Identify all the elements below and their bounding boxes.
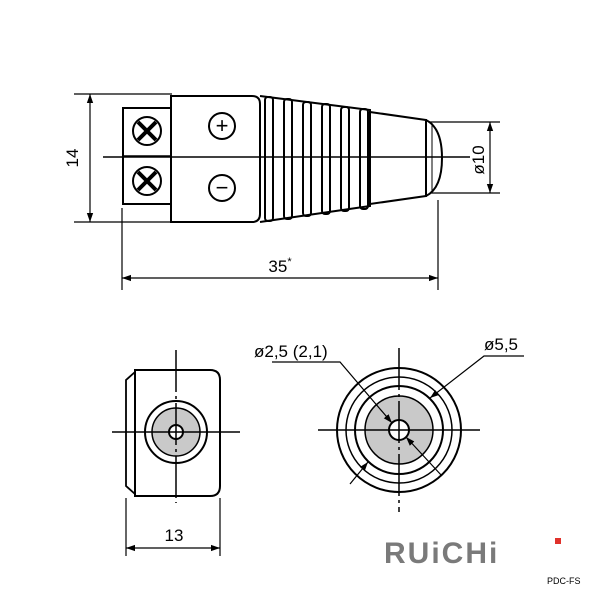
height-label: 14 bbox=[63, 149, 82, 168]
outer-diameter-leaders bbox=[349, 355, 524, 485]
minus-terminal-circle bbox=[208, 174, 236, 202]
outer-diameter-label: ø5,5 bbox=[484, 335, 518, 354]
inner-diameter-label: ø2,5 (2,1) bbox=[254, 342, 328, 361]
tip-end bbox=[425, 119, 444, 197]
height-dimension bbox=[74, 93, 172, 223]
ribbed-strain-relief bbox=[259, 95, 371, 223]
plus-terminal-circle bbox=[208, 112, 236, 140]
connector-housing bbox=[170, 95, 261, 223]
rear-housing bbox=[134, 369, 221, 497]
screw-bottom-icon bbox=[132, 166, 162, 196]
tip-diameter-dimension bbox=[430, 121, 500, 194]
model-code: PDC-FS bbox=[547, 576, 581, 586]
brand-logo: RUiCHi bbox=[384, 537, 561, 570]
connector-tip bbox=[369, 110, 427, 206]
minus-symbol: − bbox=[216, 175, 229, 200]
screw-top-icon bbox=[132, 116, 162, 146]
rear-width-dimension bbox=[125, 498, 221, 556]
rear-width-label: 13 bbox=[165, 526, 184, 545]
length-label: 35* bbox=[268, 256, 292, 276]
rear-view bbox=[112, 350, 240, 503]
inner-diameter-leaders bbox=[272, 361, 443, 477]
plus-symbol: + bbox=[216, 113, 229, 138]
side-view bbox=[122, 95, 444, 223]
tip-diameter-label: ø10 bbox=[469, 145, 488, 174]
front-view bbox=[318, 348, 480, 512]
brand-logo-text: RUiCHi bbox=[384, 537, 499, 570]
logo-accent-dot bbox=[555, 538, 561, 544]
length-dimension bbox=[121, 200, 439, 290]
